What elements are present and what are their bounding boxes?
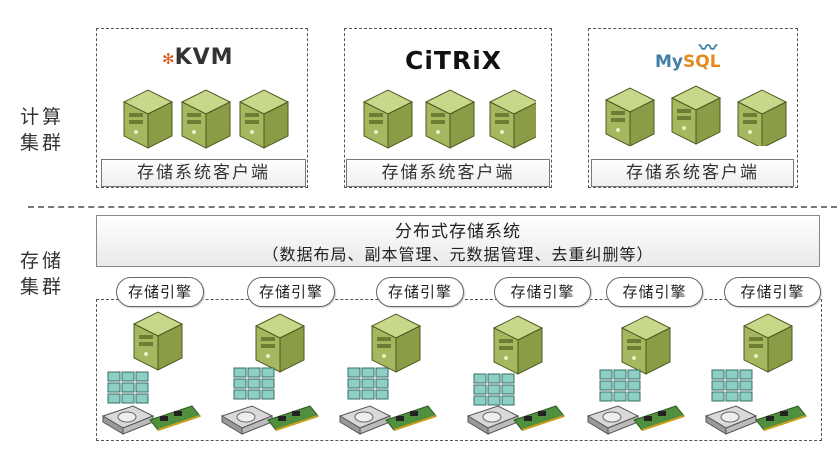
mysql-logo-my: My [655, 52, 683, 72]
storage-engine-6: 存储引擎 [724, 277, 821, 307]
citrix-server-group [363, 89, 539, 149]
storage-cluster-label-line1: 存储 [19, 250, 64, 272]
mysql-logo-sql: SQL [683, 52, 721, 72]
mysql-servers [598, 84, 788, 149]
distributed-storage-subtitle: （数据布局、副本管理、元数据管理、去重纠删等） [262, 245, 654, 264]
compute-cluster-citrix [344, 28, 552, 188]
cluster-divider [28, 206, 837, 208]
distributed-storage-system: 分布式存储系统 （数据布局、副本管理、元数据管理、去重纠删等） [96, 215, 820, 267]
compute-cluster-label-line1: 计算 [19, 106, 64, 128]
server-icon [181, 89, 231, 149]
server-icon [363, 89, 413, 149]
kvm-client-bar: 存储系统客户端 [101, 159, 306, 187]
mysql-client-bar: 存储系统客户端 [591, 159, 794, 187]
storage-nodes-area [96, 299, 822, 441]
server-icon [671, 85, 721, 145]
storage-cluster-label-line2: 集群 [19, 276, 64, 298]
storage-engine-5: 存储引擎 [606, 277, 703, 307]
kvm-logo-mark-icon: ✻ [162, 50, 175, 68]
citrix-client-bar: 存储系统客户端 [346, 159, 550, 187]
server-icon [123, 89, 173, 149]
storage-engine-1: 存储引擎 [116, 277, 204, 307]
storage-cluster-label: 存储 集群 [18, 248, 66, 300]
distributed-storage-title: 分布式存储系统 [395, 222, 521, 242]
server-icon [425, 89, 475, 149]
compute-cluster-mysql [588, 28, 798, 188]
mysql-logo: MySQL 〰 [655, 38, 721, 72]
kvm-servers [114, 88, 294, 150]
dolphin-icon: 〰 [699, 38, 717, 59]
storage-engine-4: 存储引擎 [494, 277, 591, 307]
compute-cluster-label: 计算 集群 [18, 104, 66, 156]
server-icon [737, 89, 787, 149]
compute-cluster-kvm [96, 28, 308, 188]
kvm-server-group [123, 89, 289, 149]
citrix-logo: CiTRiX [405, 46, 503, 75]
storage-engine-2: 存储引擎 [247, 277, 335, 307]
storage-engine-3: 存储引擎 [376, 277, 464, 307]
kvm-logo-text: KVM [174, 45, 234, 70]
server-icon [489, 89, 539, 149]
server-icon [605, 87, 655, 147]
kvm-logo: ✻KVM [162, 45, 234, 70]
citrix-servers [356, 88, 539, 150]
mysql-server-group [605, 85, 787, 149]
compute-cluster-label-line2: 集群 [19, 132, 64, 154]
server-icon [239, 89, 289, 149]
